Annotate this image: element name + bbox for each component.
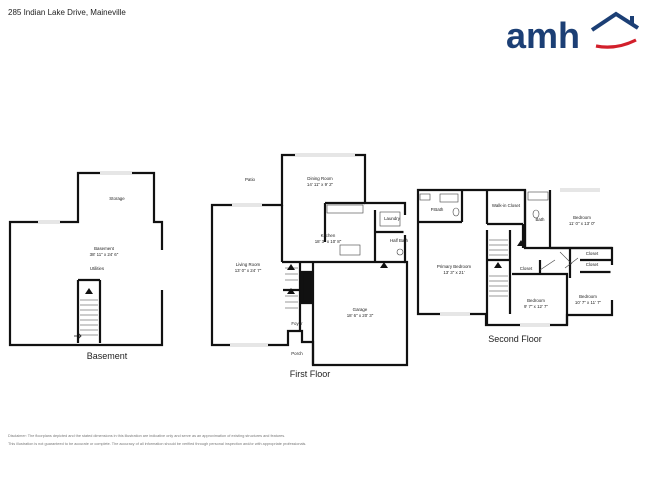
property-address: 285 Indian Lake Drive, Maineville — [8, 8, 126, 17]
amh-logo: amh — [506, 11, 640, 52]
second-floor-label: Second Floor — [488, 334, 542, 344]
room-label: Bath — [535, 217, 545, 222]
disclaimer-line-2: This illustration is not guaranteed to b… — [8, 442, 307, 446]
room-dims: 38' 11" x 24' 6" — [90, 252, 119, 257]
second-floor-interior-walls — [418, 190, 612, 325]
basement-stair-walls — [76, 278, 102, 343]
room-label: Living Room — [236, 262, 261, 267]
room-label: Kitchen — [321, 233, 336, 238]
room-label: Closet — [520, 266, 533, 271]
room-label: Bedroom — [579, 294, 597, 299]
first-floor-interior-walls — [280, 201, 405, 365]
room-label: Primary Bedroom — [437, 264, 472, 269]
room-dims: 14' 11" x 9' 2" — [307, 182, 334, 187]
room-dims: 18' 3" x 10' 8" — [315, 239, 342, 244]
garage-step — [300, 270, 314, 305]
basement-outline — [8, 171, 164, 347]
room-dims: 13' 0" x 24' 7" — [235, 268, 262, 273]
room-label: Utilities — [90, 266, 105, 271]
room-label: Porch — [291, 351, 303, 356]
room-label: Foyer — [291, 321, 303, 326]
room-label: Half Bath — [390, 238, 409, 243]
room-label: Laundry — [384, 216, 401, 221]
room-label: Bedroom — [573, 215, 591, 220]
room-dims: 10' 7" x 11' 7" — [575, 300, 602, 305]
room-dims: 18' 6" x 20' 3" — [347, 313, 374, 318]
room-label: Closet — [586, 251, 599, 256]
room-label: Basement — [94, 246, 115, 251]
disclaimer-line-1: Disclaimer: The floorplans depicted and … — [8, 434, 286, 438]
room-label: Walk-in Closet — [492, 203, 521, 208]
room-label: Garage — [353, 307, 368, 312]
room-label: Bedroom — [527, 298, 545, 303]
room-label: Storage — [109, 196, 125, 201]
room-label: P.Bath — [431, 207, 444, 212]
room-label: Patio — [245, 177, 256, 182]
basement-label: Basement — [87, 351, 128, 361]
room-dims: 9' 7" x 12' 7" — [524, 304, 549, 309]
room-label: Closet — [586, 262, 599, 267]
room-label: Dining Room — [307, 176, 333, 181]
room-dims: 11' 0" x 13' 0" — [569, 221, 596, 226]
room-dims: 13' 3" x 21' — [443, 270, 464, 275]
first-floor-label: First Floor — [290, 369, 331, 379]
svg-text:amh: amh — [506, 15, 580, 52]
